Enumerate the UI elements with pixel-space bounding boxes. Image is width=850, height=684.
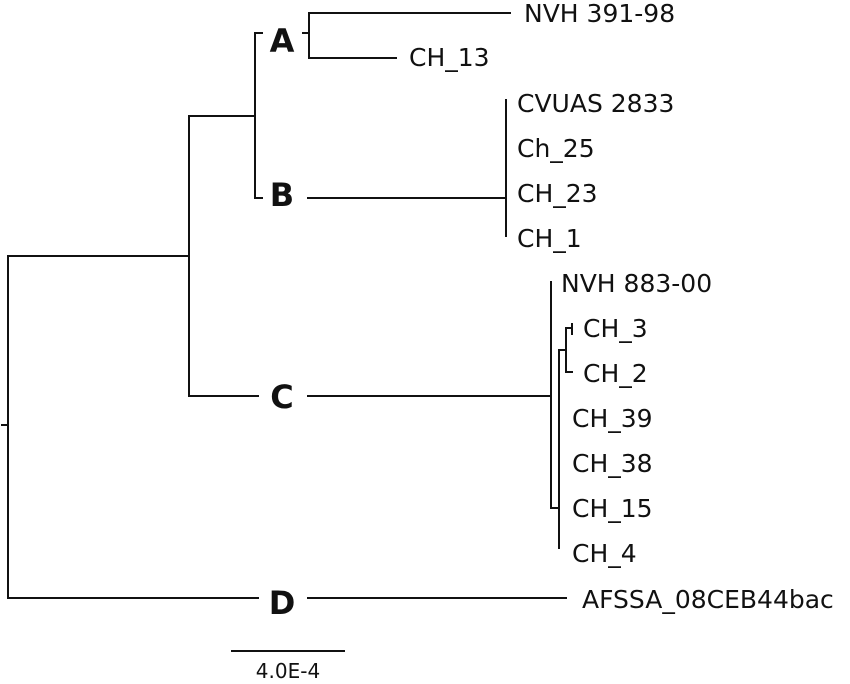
clade-label-d: D: [269, 584, 296, 622]
leaf-label-ch-39: CH_39: [572, 404, 653, 433]
clade-c-branches: [307, 281, 573, 549]
leaf-label-nvh-883-00: NVH 883-00: [561, 269, 712, 298]
clade-label-b: B: [270, 176, 294, 214]
scale-bar: 4.0E-4: [231, 650, 345, 683]
leaf-label-ch-3: CH_3: [583, 314, 648, 343]
clade-label-a: A: [270, 22, 295, 60]
leaf-label-ch-1: CH_1: [517, 224, 582, 253]
clade-label-c: C: [270, 378, 293, 416]
scale-bar-label: 4.0E-4: [256, 659, 320, 683]
clade-a-branches: [302, 12, 511, 59]
leaf-label-cvuas-2833: CVUAS 2833: [517, 89, 674, 118]
leaf-label-ch-25: Ch_25: [517, 134, 595, 163]
leaf-label-ch-15: CH_15: [572, 494, 653, 523]
leaf-label-ch-2: CH_2: [583, 359, 648, 388]
abc-branches: [188, 115, 259, 397]
leaf-label-afssa-08ceb44bac: AFSSA_08CEB44bac: [582, 585, 834, 614]
leaf-label-ch-4: CH_4: [572, 539, 637, 568]
root-branches: [1, 255, 567, 599]
leaf-label-ch-23: CH_23: [517, 179, 598, 208]
leaf-label-nvh-391-98: NVH 391-98: [524, 0, 675, 28]
clade-b-branches: [307, 99, 507, 237]
ab-branches: [254, 32, 263, 199]
leaf-label-ch-38: CH_38: [572, 449, 653, 478]
leaf-label-ch-13: CH_13: [409, 43, 490, 72]
